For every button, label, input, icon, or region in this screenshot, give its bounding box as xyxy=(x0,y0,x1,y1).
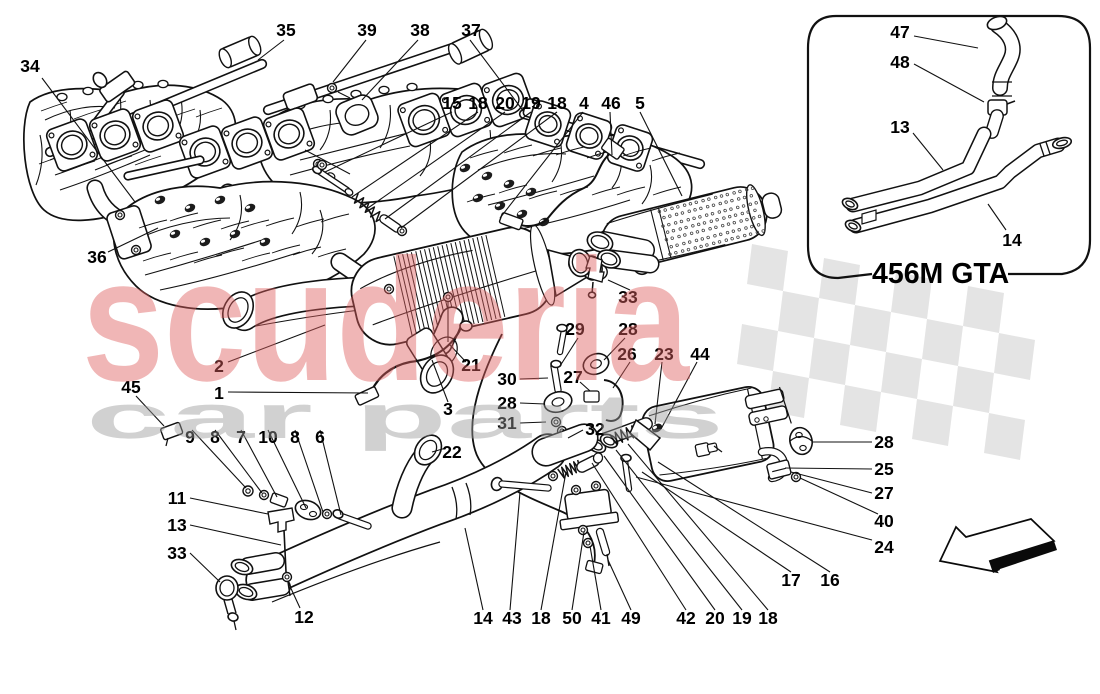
svg-text:scuderia: scuderia xyxy=(82,222,690,417)
svg-text:22: 22 xyxy=(442,442,462,462)
svg-text:car parts: car parts xyxy=(86,383,724,452)
svg-text:45: 45 xyxy=(121,377,141,397)
svg-text:46: 46 xyxy=(601,93,621,113)
svg-text:31: 31 xyxy=(497,413,517,433)
svg-text:50: 50 xyxy=(562,608,582,628)
svg-text:43: 43 xyxy=(502,608,522,628)
svg-text:49: 49 xyxy=(621,608,641,628)
svg-text:15: 15 xyxy=(442,93,462,113)
svg-text:5: 5 xyxy=(635,93,645,113)
svg-text:33: 33 xyxy=(167,543,187,563)
svg-text:18: 18 xyxy=(468,93,488,113)
svg-text:8: 8 xyxy=(290,427,300,447)
svg-text:42: 42 xyxy=(676,608,696,628)
svg-text:28: 28 xyxy=(874,432,894,452)
svg-text:6: 6 xyxy=(315,427,325,447)
svg-text:13: 13 xyxy=(890,117,910,137)
svg-text:14: 14 xyxy=(473,608,493,628)
svg-text:25: 25 xyxy=(874,459,894,479)
svg-text:44: 44 xyxy=(690,344,710,364)
svg-text:4: 4 xyxy=(579,93,589,113)
svg-text:27: 27 xyxy=(874,483,893,503)
svg-text:456M GTA: 456M GTA xyxy=(872,258,1009,290)
svg-text:28: 28 xyxy=(497,393,517,413)
svg-text:39: 39 xyxy=(357,20,377,40)
svg-text:23: 23 xyxy=(654,344,674,364)
svg-text:47: 47 xyxy=(890,22,909,42)
svg-text:40: 40 xyxy=(874,511,894,531)
svg-text:7: 7 xyxy=(236,427,246,447)
svg-text:2: 2 xyxy=(214,356,224,376)
svg-text:16: 16 xyxy=(820,570,840,590)
svg-text:9: 9 xyxy=(185,427,195,447)
svg-text:34: 34 xyxy=(20,56,40,76)
svg-text:11: 11 xyxy=(168,488,187,508)
svg-text:28: 28 xyxy=(618,319,638,339)
svg-text:12: 12 xyxy=(294,607,314,627)
svg-text:17: 17 xyxy=(781,570,800,590)
svg-text:20: 20 xyxy=(705,608,725,628)
svg-text:48: 48 xyxy=(890,52,910,72)
svg-text:19: 19 xyxy=(732,608,752,628)
svg-text:38: 38 xyxy=(410,20,430,40)
svg-text:26: 26 xyxy=(617,344,637,364)
svg-text:29: 29 xyxy=(565,319,585,339)
svg-text:33: 33 xyxy=(618,287,638,307)
svg-text:35: 35 xyxy=(276,20,296,40)
svg-text:19: 19 xyxy=(521,93,541,113)
svg-text:24: 24 xyxy=(874,537,894,557)
svg-text:18: 18 xyxy=(758,608,778,628)
svg-text:41: 41 xyxy=(591,608,611,628)
svg-text:21: 21 xyxy=(461,355,481,375)
svg-text:36: 36 xyxy=(87,247,107,267)
svg-text:18: 18 xyxy=(531,608,551,628)
svg-text:1: 1 xyxy=(214,383,224,403)
svg-text:3: 3 xyxy=(443,399,453,419)
svg-text:32: 32 xyxy=(585,419,605,439)
svg-text:13: 13 xyxy=(167,515,187,535)
svg-text:14: 14 xyxy=(1002,230,1022,250)
svg-text:20: 20 xyxy=(495,93,515,113)
svg-text:8: 8 xyxy=(210,427,220,447)
svg-text:27: 27 xyxy=(563,367,582,387)
svg-text:18: 18 xyxy=(547,93,567,113)
svg-text:30: 30 xyxy=(497,369,517,389)
svg-text:10: 10 xyxy=(258,427,278,447)
svg-text:37: 37 xyxy=(461,20,480,40)
